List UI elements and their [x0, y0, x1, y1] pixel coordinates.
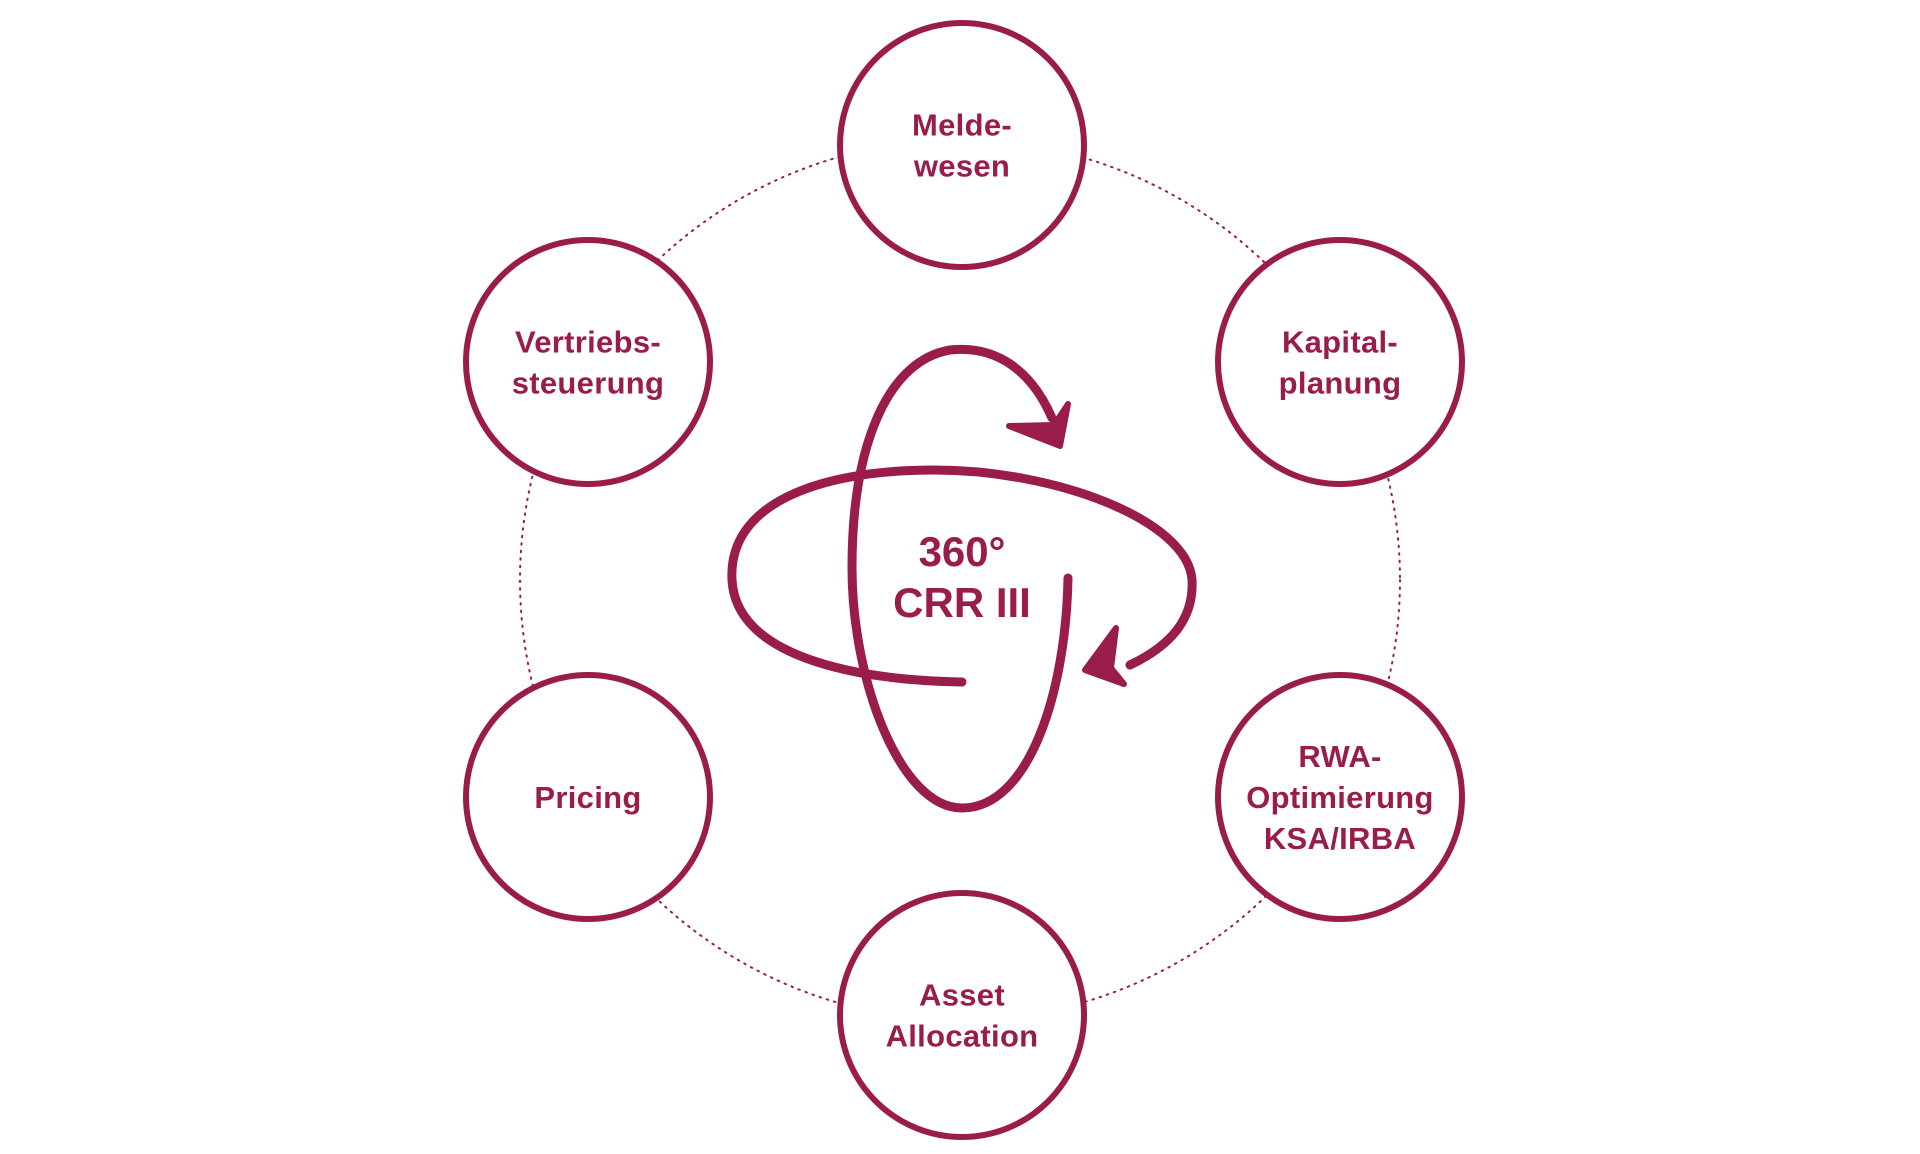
- node-label-line: RWA-: [1298, 739, 1381, 774]
- node-circle: [1215, 672, 1465, 922]
- node-circle: [1215, 237, 1465, 487]
- node-circle: [463, 237, 713, 487]
- node-label-line: Allocation: [886, 1019, 1039, 1054]
- vertical-loop-arrow: [847, 344, 1073, 813]
- node-label-line: Melde-: [912, 108, 1012, 143]
- arrowhead-top: [1006, 401, 1071, 449]
- node-circle: [837, 20, 1087, 270]
- rotation-arrows-icon: [727, 344, 1197, 813]
- horizontal-loop-arrow: [727, 465, 1197, 687]
- node-kapitalplanung: Kapital-planung: [1215, 237, 1465, 487]
- node-circle: [463, 672, 713, 922]
- arrowhead-right: [1082, 625, 1127, 687]
- node-circle: [837, 890, 1087, 1140]
- center-label-line2: CRR III: [893, 579, 1031, 626]
- node-label-line: Asset: [919, 978, 1005, 1013]
- node-pricing: Pricing: [463, 672, 713, 922]
- node-vertriebssteuerung: Vertriebs-steuerung: [463, 237, 713, 487]
- node-label-line: Optimierung: [1246, 780, 1434, 815]
- center-label-line1: 360°: [919, 528, 1006, 575]
- node-meldewesen: Melde-wesen: [837, 20, 1087, 270]
- node-label-line: planung: [1279, 366, 1402, 401]
- node-label-line: Vertriebs-: [515, 325, 661, 360]
- node-label-line: KSA/IRBA: [1264, 821, 1416, 856]
- node-label-line: Pricing: [534, 780, 641, 815]
- node-label-line: steuerung: [512, 366, 665, 401]
- node-label-line: wesen: [913, 149, 1010, 184]
- node-label-line: Kapital-: [1282, 325, 1398, 360]
